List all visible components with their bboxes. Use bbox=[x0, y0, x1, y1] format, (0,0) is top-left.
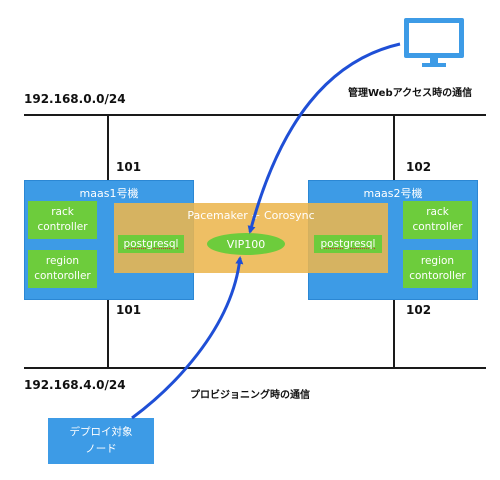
provisioning-label: プロビジョニング時の通信 bbox=[190, 390, 310, 401]
ip-label-right-bottom: 102 bbox=[406, 303, 432, 317]
deploy-target-node: デプロイ対象 ノード bbox=[48, 418, 154, 464]
web-access-label: 管理Webアクセス時の通信 bbox=[348, 88, 473, 99]
network-label-top: 192.168.0.0/24 bbox=[24, 92, 126, 106]
rack-controller-right: rack controller bbox=[403, 201, 472, 239]
postgresql-left: postgresql bbox=[118, 235, 184, 253]
rack-controller-left: rack controller bbox=[28, 201, 97, 239]
region-controller-right: region contoroller bbox=[403, 250, 472, 288]
node-maas1-title: maas1号機 bbox=[79, 187, 139, 200]
ip-label-left-bottom: 101 bbox=[116, 303, 142, 317]
network-label-bottom: 192.168.4.0/24 bbox=[24, 378, 126, 392]
monitor-icon bbox=[404, 18, 464, 67]
node-maas2-title: maas2号機 bbox=[363, 187, 423, 200]
rack-controller-right-line1: rack bbox=[426, 206, 449, 218]
rack-controller-left-line1: rack bbox=[51, 206, 74, 218]
ip-label-right-top: 102 bbox=[406, 160, 432, 174]
rack-controller-left-line2: controller bbox=[37, 221, 88, 233]
connector-right-top bbox=[393, 114, 395, 180]
ip-label-left-top: 101 bbox=[116, 160, 142, 174]
connector-left-bottom bbox=[107, 300, 109, 368]
network-line-bottom bbox=[24, 367, 486, 369]
region-controller-left: region contoroller bbox=[28, 250, 97, 288]
vip-ellipse: VIP100 bbox=[207, 233, 285, 255]
provisioning-arrow bbox=[131, 256, 244, 420]
network-line-top bbox=[24, 114, 486, 116]
connector-left-top bbox=[107, 114, 109, 180]
region-controller-left-line2: contoroller bbox=[34, 270, 91, 282]
deploy-target-line1: デプロイ対象 bbox=[69, 426, 133, 438]
deploy-target-line2: ノード bbox=[85, 443, 117, 455]
cluster-title: Pacemaker + Corosync bbox=[187, 209, 315, 222]
region-controller-right-line2: contoroller bbox=[409, 270, 466, 282]
region-controller-right-line1: region bbox=[420, 255, 455, 267]
web-access-arrow bbox=[247, 42, 401, 234]
postgresql-right: postgresql bbox=[314, 235, 382, 253]
rack-controller-right-line2: controller bbox=[412, 221, 463, 233]
connector-right-bottom bbox=[393, 300, 395, 368]
region-controller-left-line1: region bbox=[45, 255, 80, 267]
